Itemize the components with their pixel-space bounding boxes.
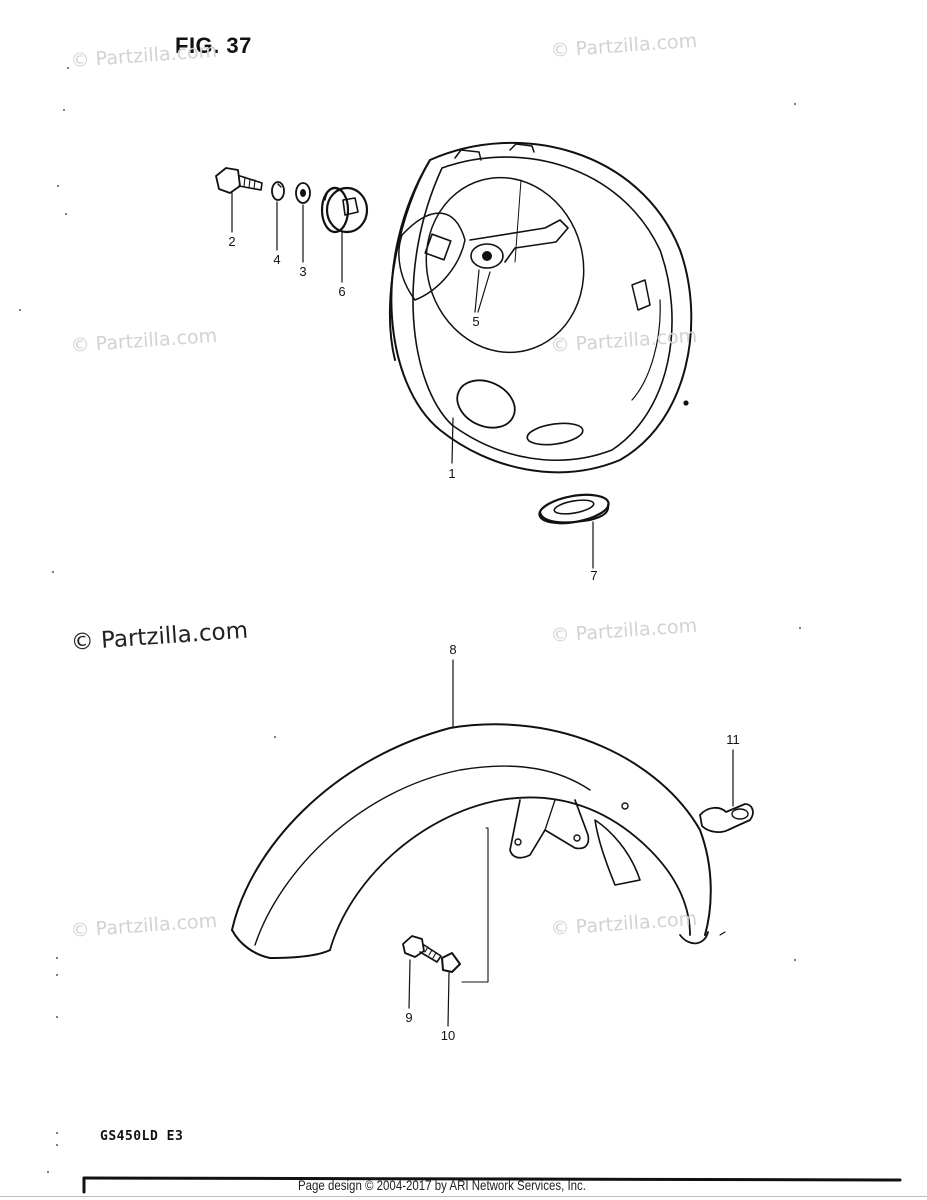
- fender-clip-drawing: [699, 803, 754, 833]
- callout-fender-clip[interactable]: 11: [726, 732, 740, 747]
- callout-bolt[interactable]: 2: [228, 234, 236, 249]
- copyright-text: Page design © 2004-2017 by ARI Network S…: [298, 1177, 586, 1193]
- front-fender-drawing: [231, 723, 726, 959]
- callout-cushion-grommet[interactable]: 6: [338, 284, 346, 299]
- grommet-drawing: [538, 493, 610, 525]
- leader-lines: [231, 191, 734, 1027]
- scan-specks: [19, 67, 801, 1173]
- fender-bolt-drawing: [402, 935, 442, 963]
- figure-title: FIG. 37: [175, 33, 252, 58]
- bolt-drawing: [215, 167, 263, 194]
- cushion-grommet-drawing: [320, 186, 369, 234]
- headlight-housing-drawing: [388, 141, 693, 474]
- washer-drawing: [295, 182, 311, 204]
- callout-washer[interactable]: 3: [299, 264, 307, 279]
- page-bottom-border: [0, 1196, 927, 1197]
- fender-washer-drawing: [441, 952, 461, 973]
- callout-front-fender[interactable]: 8: [449, 642, 457, 657]
- callout-fender-bolt[interactable]: 9: [405, 1010, 413, 1025]
- model-label: GS450LD E3: [100, 1129, 184, 1144]
- callout-headlight-housing[interactable]: 1: [448, 466, 456, 481]
- footer-rule: [82, 1176, 902, 1194]
- callout-lock-washer[interactable]: 4: [273, 252, 281, 267]
- callout-grommet[interactable]: 7: [590, 568, 598, 583]
- callout-fender-washer[interactable]: 10: [440, 1028, 456, 1043]
- lock-washer-drawing: [271, 181, 285, 201]
- callout-housing-bracket[interactable]: 5: [472, 314, 480, 329]
